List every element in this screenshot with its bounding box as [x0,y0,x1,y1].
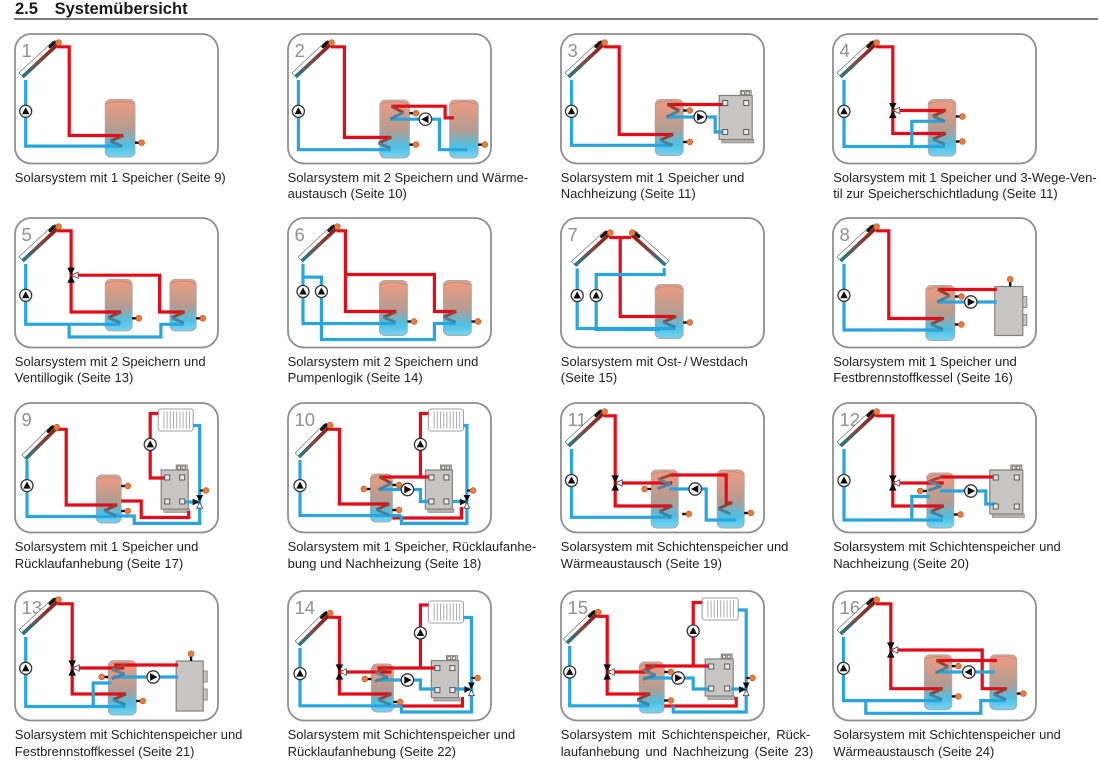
svg-text:14: 14 [294,597,315,618]
svg-text:15: 15 [567,597,588,618]
svg-text:9: 9 [21,409,31,430]
svg-text:7: 7 [567,224,577,245]
svg-text:6: 6 [294,224,304,245]
svg-text:3: 3 [567,40,577,61]
svg-text:8: 8 [840,224,850,245]
svg-text:5: 5 [21,224,31,245]
svg-text:1: 1 [21,40,31,61]
svg-text:2: 2 [294,40,304,61]
svg-text:11: 11 [567,409,586,430]
svg-text:4: 4 [840,40,850,61]
svg-text:10: 10 [294,409,315,430]
